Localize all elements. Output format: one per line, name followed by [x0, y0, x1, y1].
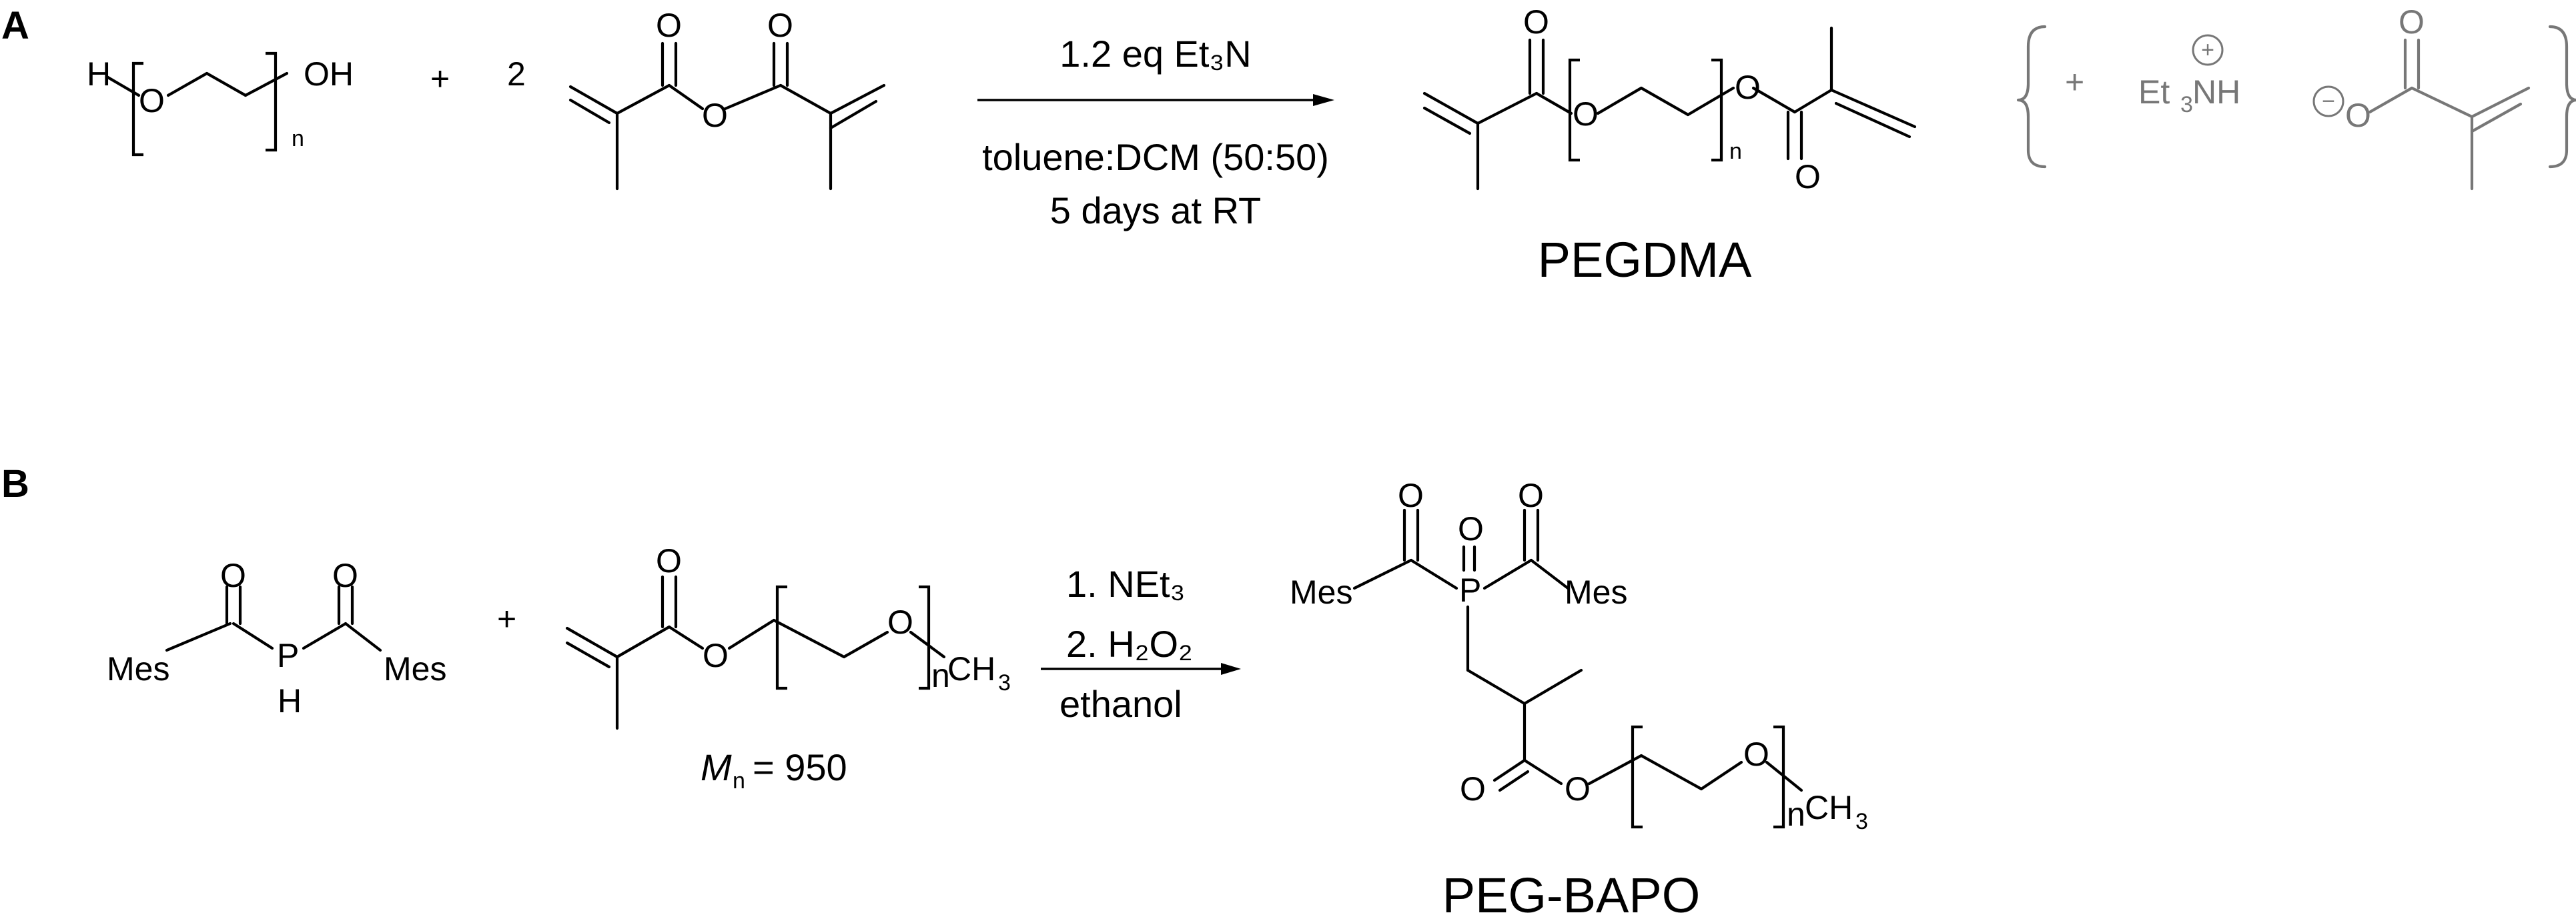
phosphine-h-atom: H [278, 682, 302, 720]
pegdma-carbonyl-o-right: O [1795, 158, 1821, 195]
peg-oh-group: OH [304, 55, 354, 93]
reaction-arrow-b: 1. NEt₃ 2. H₂O₂ ethanol [1041, 563, 1241, 725]
acrylate-ester-o: O [703, 637, 729, 674]
bapo-mes-left: Mes [1290, 574, 1352, 611]
stoichiometric-coefficient: 2 [507, 55, 526, 93]
acrylate-repeat-n: n [931, 657, 950, 694]
pegdma-repeat-n: n [1729, 139, 1742, 164]
plus-sign-a: + [430, 60, 450, 97]
peg-bapo-structure: O O O Mes Mes P O O O n CH 3 [1290, 477, 1868, 834]
bapo-ester-o: O [1565, 770, 1591, 808]
phosphine-mes-left: Mes [107, 650, 169, 688]
byproduct-plus-sign: + [2065, 63, 2084, 101]
methacrylate-anion-carbonyl-o: O [2399, 3, 2425, 41]
plus-sign-b: + [497, 600, 516, 638]
molar-mass-label: M [701, 746, 732, 788]
methacrylic-anhydride-structure: O O O [568, 7, 886, 191]
panel-label-a: A [1, 4, 29, 47]
bis-mesitoyl-phosphine-structure: O O Mes Mes P H [107, 557, 446, 720]
phosphine-carbonyl-o-left: O [220, 557, 246, 594]
molar-mass-subscript: n [733, 768, 745, 794]
anhydride-bridge-o: O [702, 97, 728, 134]
peg-h-atom: H [87, 55, 111, 93]
anhydride-carbonyl-o-right: O [767, 7, 793, 44]
phosphine-carbonyl-o-right: O [332, 557, 358, 594]
bapo-p-atom: P [1459, 572, 1481, 609]
product-name-peg-bapo: PEG-BAPO [1442, 868, 1701, 919]
pegdma-chain-o: O [1573, 95, 1599, 133]
product-name-pegdma: PEGDMA [1538, 232, 1752, 287]
molar-mass-value: = 950 [753, 746, 847, 788]
pegdma-carbonyl-o-left: O [1523, 3, 1549, 41]
triethylammonium-nh: NH [2192, 73, 2240, 111]
peg-o-atom: O [139, 82, 165, 119]
pegdma-structure: O O O O n [1422, 3, 1917, 195]
peg-diol-structure: H O OH n [87, 51, 354, 157]
positive-charge-sign: + [2201, 37, 2214, 63]
condition-step2: 2. H₂O₂ [1066, 623, 1193, 665]
peg-methacrylate-structure: O O O n CH 3 [565, 542, 1011, 730]
acrylate-ch3-subscript: 3 [998, 670, 1011, 696]
reaction-arrow-a: 1.2 eq Et₃N toluene:DCM (50:50) 5 days a… [977, 33, 1334, 231]
condition-ethanol: ethanol [1059, 683, 1182, 725]
bapo-ch3-subscript: 3 [1855, 809, 1868, 834]
condition-time: 5 days at RT [1050, 189, 1261, 231]
negative-charge-circle [2312, 85, 2344, 117]
bapo-chain-o: O [1743, 736, 1769, 773]
positive-charge-circle [2192, 34, 2224, 66]
peg-repeat-n: n [292, 126, 304, 151]
triethylammonium-et: Et [2138, 73, 2170, 111]
condition-step1: 1. NEt₃ [1066, 563, 1185, 605]
bapo-ester-carbonyl-o: O [1460, 770, 1486, 808]
bapo-ch3-ch: CH [1805, 789, 1853, 826]
acrylate-ch3-ch: CH [947, 650, 995, 688]
condition-solvent: toluene:DCM (50:50) [982, 136, 1329, 178]
acrylate-chain-o: O [887, 604, 913, 641]
phosphine-p-atom: P [277, 637, 299, 674]
anhydride-carbonyl-o-left: O [656, 7, 682, 44]
bapo-repeat-n: n [1787, 796, 1805, 833]
bapo-carbonyl-o-right: O [1518, 477, 1544, 514]
pegdma-ester-o: O [1735, 69, 1761, 106]
byproducts-group: + Et 3 NH + − O O [2016, 3, 2576, 191]
methacrylate-anion-o: O [2345, 97, 2371, 134]
acrylate-carbonyl-o: O [656, 542, 682, 580]
condition-base: 1.2 eq Et₃N [1059, 33, 1251, 75]
triethylammonium-subscript: 3 [2180, 92, 2193, 117]
panel-label-b: B [1, 462, 29, 506]
phosphine-mes-right: Mes [384, 650, 446, 688]
bapo-mes-right: Mes [1565, 574, 1627, 611]
negative-charge-sign: − [2322, 89, 2335, 114]
bapo-phosphoryl-o: O [1458, 510, 1484, 548]
bapo-carbonyl-o-left: O [1398, 477, 1424, 514]
